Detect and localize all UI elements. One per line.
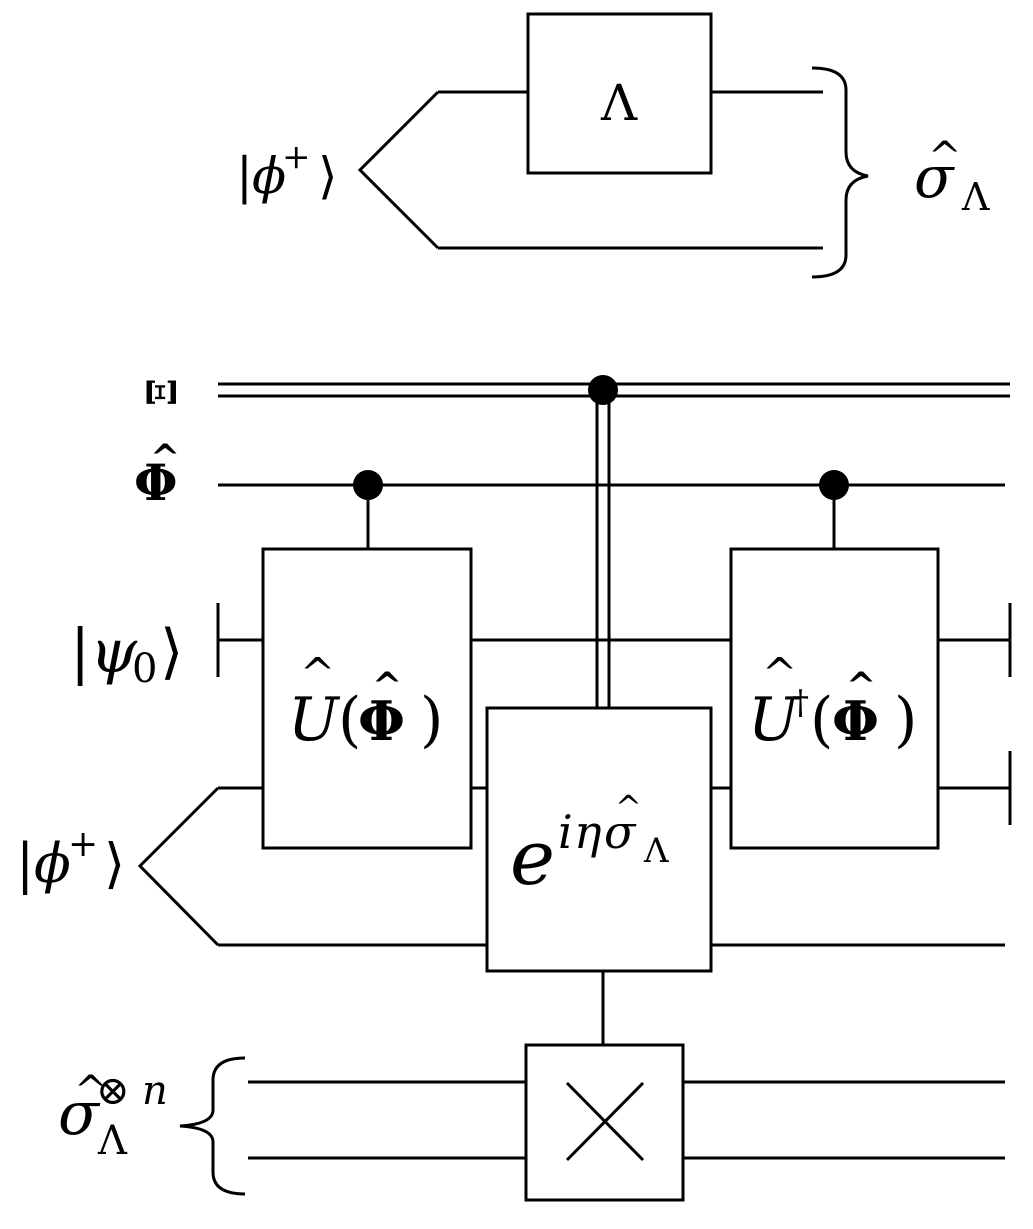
- svg-text:+: +: [282, 137, 311, 177]
- svg-text:Φ: Φ: [134, 453, 178, 512]
- svg-text:): ): [420, 685, 443, 755]
- main-circuit: Ξ ^ Φ | ψ 0 ⟩ | ϕ + ⟩: [16, 375, 1012, 1202]
- svg-text:Λ: Λ: [97, 1118, 128, 1164]
- top-circuit: | ϕ + ⟩ Λ ^ σ Λ: [236, 12, 990, 279]
- top-output-brace: [811, 66, 869, 279]
- svg-text:|: |: [16, 832, 34, 895]
- unitary-u-label: ^ U ( ^ Φ ): [288, 649, 443, 755]
- svg-text:|: |: [236, 147, 253, 205]
- svg-text:n: n: [142, 1068, 168, 1114]
- sigma-n-label: ^ σ Λ ⊗ n: [58, 1068, 168, 1164]
- sigma-n-brace: [179, 1056, 246, 1196]
- svg-text:σ: σ: [58, 1079, 101, 1149]
- svg-text:+: +: [68, 824, 98, 865]
- svg-text:⊗: ⊗: [96, 1068, 130, 1114]
- top-fork-wire: [357, 90, 440, 250]
- svg-text:(: (: [810, 685, 833, 755]
- u-control-dot: [353, 470, 383, 500]
- svg-text:^: ^: [615, 788, 642, 826]
- svg-text:^: ^: [300, 649, 335, 698]
- svg-text:i: i: [558, 805, 573, 859]
- svg-text:σ: σ: [914, 143, 955, 211]
- phiplus-fork-wire: [137, 786, 220, 947]
- unitary-udag-label: ^ U † ( ^ Φ ): [748, 649, 917, 755]
- svg-text:U: U: [288, 685, 341, 755]
- swap-cross-b: [565, 1081, 645, 1162]
- svg-text:(: (: [338, 685, 361, 755]
- svg-text:): ): [894, 685, 917, 755]
- top-output-sigma-label: ^ σ Λ: [914, 134, 990, 219]
- svg-text:η: η: [574, 805, 602, 859]
- phiplus-label: | ϕ + ⟩: [16, 824, 125, 895]
- unitary-udag-box: [729, 547, 940, 850]
- channel-lambda-label: Λ: [600, 74, 638, 132]
- svg-text:|: |: [70, 617, 90, 687]
- svg-text:^: ^: [846, 665, 876, 707]
- svg-text:ϕ: ϕ: [34, 832, 71, 895]
- svg-text:Λ: Λ: [643, 831, 669, 871]
- svg-text:Φ: Φ: [832, 689, 879, 753]
- top-input-state-label: | ϕ + ⟩: [236, 137, 338, 205]
- svg-text:⟩: ⟩: [160, 617, 183, 687]
- svg-text:^: ^: [74, 1068, 108, 1114]
- svg-text:ϕ: ϕ: [252, 147, 286, 205]
- svg-text:⟩: ⟩: [318, 147, 338, 205]
- svg-text:^: ^: [150, 437, 180, 479]
- svg-text:⟩: ⟩: [104, 832, 125, 895]
- phi-register-label: ^ Φ: [134, 437, 180, 512]
- exp-classical-control-dot: [588, 375, 618, 405]
- svg-text:^: ^: [372, 665, 402, 707]
- svg-text:†: †: [792, 683, 809, 723]
- svg-text:σ: σ: [604, 805, 637, 859]
- xi-register-label: Ξ: [139, 378, 186, 406]
- svg-text:U: U: [748, 685, 801, 755]
- svg-text:^: ^: [762, 649, 797, 698]
- svg-text:e: e: [510, 813, 555, 902]
- svg-text:Λ: Λ: [961, 175, 990, 219]
- psi0-label: | ψ 0 ⟩: [70, 617, 183, 692]
- svg-text:^: ^: [928, 134, 962, 180]
- channel-lambda-box: [526, 12, 713, 175]
- unitary-u-box: [261, 547, 473, 850]
- exp-evolution-label: e i η ^ σ Λ: [510, 788, 669, 902]
- udag-control-dot: [819, 470, 849, 500]
- exp-evolution-box: [485, 706, 713, 973]
- svg-text:Φ: Φ: [358, 689, 405, 753]
- svg-text:ψ: ψ: [90, 617, 138, 687]
- svg-text:0: 0: [132, 646, 157, 692]
